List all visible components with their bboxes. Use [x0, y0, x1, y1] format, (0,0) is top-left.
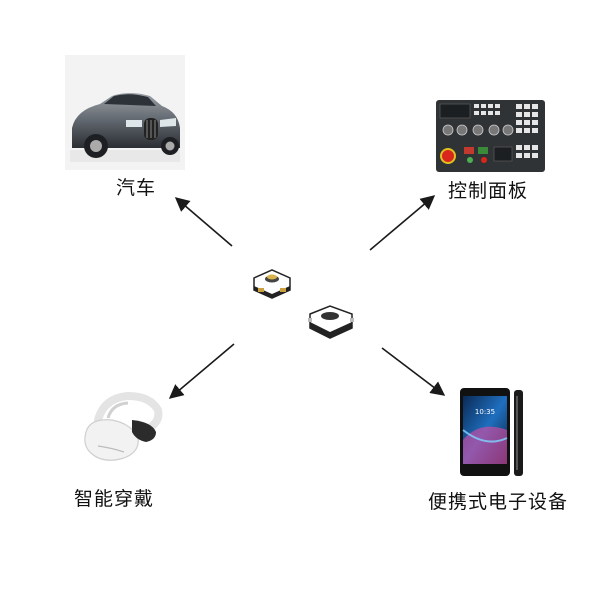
phone-clock: 10:35: [475, 408, 495, 416]
smart-wearable-label: 智能穿戴: [74, 488, 155, 510]
smartphone-image: 10:35: [460, 388, 523, 476]
arrow-to-smart-wearable: [168, 343, 235, 399]
tact-switch-icon: [308, 305, 354, 339]
tact-switch-icon: [253, 269, 291, 299]
portable-electronics-label: 便携式电子设备: [428, 491, 569, 513]
vr-headset-image: [84, 391, 163, 461]
car-label: 汽车: [116, 177, 157, 199]
control-panel-label: 控制面板: [448, 180, 529, 202]
arrow-to-control-panel: [369, 195, 436, 251]
arrow-to-car: [174, 197, 233, 247]
arrow-to-electronics: [381, 347, 446, 396]
car-image: [65, 55, 185, 170]
control-panel-image: [436, 100, 545, 172]
